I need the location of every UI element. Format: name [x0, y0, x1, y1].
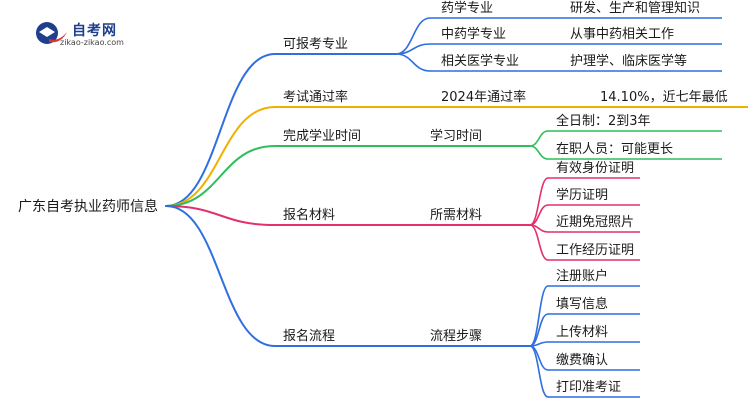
logo	[33, 18, 153, 52]
edge-root-to-branch	[165, 205, 276, 347]
detail-label: 护理学、临床医学等	[570, 53, 687, 69]
edge-leaf-to-detail	[529, 145, 549, 160]
detail-label: 上传材料	[556, 325, 608, 340]
branch-label: 可报考专业	[283, 37, 348, 52]
leaf-label: 2024年通过率	[441, 89, 526, 105]
detail-label: 打印准考证	[556, 380, 621, 395]
edge-root-to-branch	[165, 106, 276, 207]
detail-label: 学历证明	[556, 187, 608, 203]
detail-label: 缴费确认	[556, 353, 608, 368]
detail-label: 有效身份证明	[556, 160, 634, 176]
edge-leaf-to-detail	[529, 224, 549, 261]
edge-branch-to-leaf	[395, 53, 431, 72]
logo-icon	[36, 22, 67, 44]
edge-leaf-to-detail	[529, 313, 549, 347]
detail-label: 注册账户	[556, 268, 608, 284]
leaf-label: 药学专业	[441, 0, 493, 16]
logo-url: zikao-zikao.com	[60, 38, 124, 47]
edge-root-to-branch	[165, 205, 276, 226]
edge-leaf-to-detail	[529, 345, 549, 398]
logo-name: 自考网	[72, 23, 117, 39]
edge-root-to-branch	[165, 53, 276, 207]
leaf-label: 流程步骤	[430, 329, 482, 344]
branch-label: 考试通过率	[283, 89, 348, 105]
detail-label: 14.10%，近七年最低	[600, 90, 728, 105]
branch-label: 报名材料	[283, 207, 335, 223]
edge-leaf-to-detail	[529, 177, 549, 226]
root-label: 广东自考执业药师信息	[18, 198, 158, 215]
edge-root-to-branch	[165, 145, 276, 207]
detail-label: 研发、生产和管理知识	[570, 0, 700, 16]
leaf-label: 所需材料	[430, 208, 482, 223]
detail-label: 全日制：2到3年	[556, 113, 651, 129]
detail-label: 填写信息	[556, 296, 608, 312]
leaf-label: 相关医学专业	[441, 53, 519, 69]
leaf-label: 学习时间	[430, 128, 482, 144]
detail-label: 从事中药相关工作	[570, 27, 674, 42]
edge-leaf-to-detail	[529, 130, 549, 147]
detail-label: 近期免冠照片	[556, 215, 634, 230]
leaf-label: 中药学专业	[441, 26, 506, 42]
detail-label: 工作经历证明	[556, 243, 634, 258]
detail-label: 在职人员：可能更长	[556, 142, 673, 157]
branch-label: 完成学业时间	[283, 128, 361, 144]
branch-label: 报名流程	[283, 328, 335, 344]
